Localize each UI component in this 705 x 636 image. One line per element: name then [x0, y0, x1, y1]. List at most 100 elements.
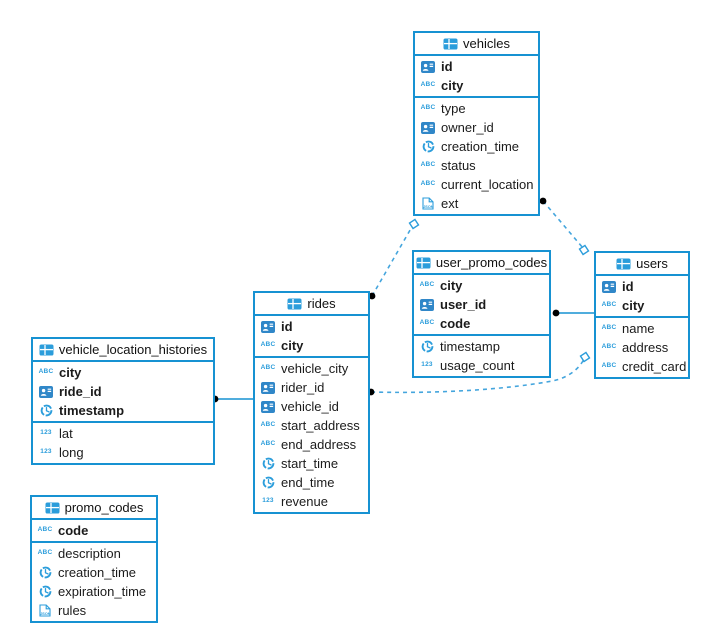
relationship-vehicle_location_histories-rides[interactable]: [211, 395, 253, 403]
table-header[interactable]: vehicle_location_histories: [33, 339, 213, 362]
field-name: owner_id: [441, 120, 494, 135]
uuid-type-icon: [601, 280, 617, 293]
relationship-rides-vehicles[interactable]: [368, 218, 420, 300]
field-row-city[interactable]: ABC city: [255, 336, 368, 355]
json-type-icon: JSON: [37, 604, 53, 617]
string-type-icon: ABC: [260, 364, 276, 372]
timestamp-type-icon: [37, 566, 53, 579]
string-type-icon: ABC: [420, 161, 436, 169]
field-row-start_time[interactable]: start_time: [255, 454, 368, 473]
relationship-line[interactable]: [542, 200, 584, 249]
table-header[interactable]: promo_codes: [32, 497, 156, 520]
endpoint-diamond-icon: [408, 218, 420, 230]
uuid-type-icon: [420, 60, 436, 73]
table-icon: [443, 38, 458, 50]
table-title: rides: [307, 296, 336, 311]
field-row-type[interactable]: ABC type: [415, 99, 538, 118]
field-row-ride_id[interactable]: ride_id: [33, 382, 213, 401]
field-row-vehicle_id[interactable]: vehicle_id: [255, 397, 368, 416]
string-type-icon: ABC: [260, 421, 276, 429]
field-row-expiration_time[interactable]: expiration_time: [32, 582, 156, 601]
string-type-icon: ABC: [420, 81, 436, 89]
table-header[interactable]: user_promo_codes: [414, 252, 549, 275]
table-icon: [39, 344, 54, 356]
field-row-id[interactable]: id: [415, 57, 538, 76]
table-header[interactable]: users: [596, 253, 688, 276]
endpoint-dot-icon: [368, 292, 376, 300]
field-row-id[interactable]: id: [255, 317, 368, 336]
field-name: type: [441, 101, 466, 116]
field-row-user_id[interactable]: user_id: [414, 295, 549, 314]
string-type-icon: ABC: [260, 341, 276, 349]
uuid-type-icon: [419, 298, 435, 311]
field-row-end_time[interactable]: end_time: [255, 473, 368, 492]
field-name: rules: [58, 603, 87, 618]
field-name: timestamp: [59, 403, 125, 418]
field-row-id[interactable]: id: [596, 277, 688, 296]
field-name: city: [281, 338, 304, 353]
table-icon: [45, 502, 60, 514]
field-row-timestamp[interactable]: timestamp: [33, 401, 213, 420]
string-type-icon: ABC: [37, 549, 53, 557]
string-type-icon: ABC: [601, 362, 617, 370]
field-row-rider_id[interactable]: rider_id: [255, 378, 368, 397]
field-name: ride_id: [59, 384, 102, 399]
number-type-icon: 123: [40, 448, 52, 456]
relationship-line[interactable]: [370, 358, 585, 394]
field-row-rules[interactable]: JSON rules: [32, 601, 156, 620]
field-row-timestamp[interactable]: timestamp: [414, 337, 549, 356]
table-icon: [287, 298, 302, 310]
table-header[interactable]: rides: [255, 293, 368, 316]
field-name: creation_time: [58, 565, 137, 580]
field-name: creation_time: [441, 139, 520, 154]
field-name: city: [622, 298, 645, 313]
table-header[interactable]: vehicles: [415, 33, 538, 56]
relationship-line[interactable]: [371, 224, 414, 297]
string-type-icon: ABC: [420, 104, 436, 112]
endpoint-dot-icon: [552, 309, 560, 317]
relationship-user_promo_codes-users[interactable]: [552, 309, 594, 317]
field-name: vehicle_id: [281, 399, 339, 414]
field-row-creation_time[interactable]: creation_time: [32, 563, 156, 582]
timestamp-type-icon: [420, 140, 436, 153]
field-row-owner_id[interactable]: owner_id: [415, 118, 538, 137]
relationship-vehicles-users[interactable]: [539, 197, 590, 256]
table-title: user_promo_codes: [435, 255, 548, 270]
field-row-creation_time[interactable]: creation_time: [415, 137, 538, 156]
string-type-icon: ABC: [420, 180, 436, 188]
